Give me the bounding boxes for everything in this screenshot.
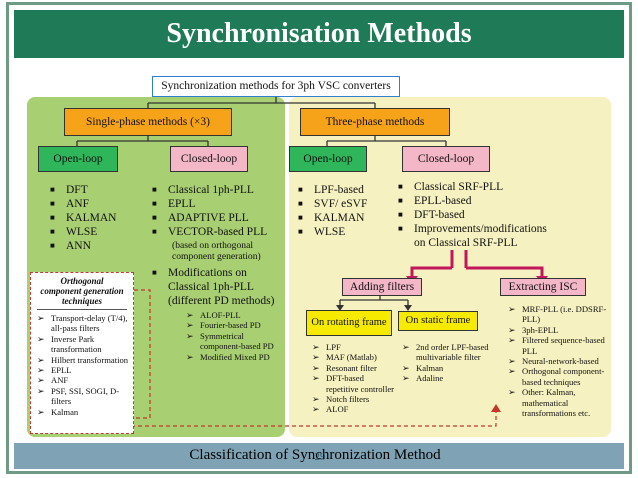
extracting-isc-node: Extracting ISC bbox=[500, 278, 586, 296]
list-item: EPLL bbox=[37, 365, 130, 376]
list-item: WLSE bbox=[50, 225, 130, 239]
list-item: ANN bbox=[50, 239, 130, 253]
list-item: ANF bbox=[37, 375, 130, 386]
list-item: SVF/ eSVF bbox=[298, 197, 398, 211]
list-item: MRF-PLL (i.e. DDSRF-PLL) bbox=[508, 304, 610, 325]
list-item: LPF-based bbox=[298, 183, 398, 197]
three-open-loop-list: LPF-based SVF/ eSVF KALMAN WLSE bbox=[298, 183, 398, 239]
list-item: Inverse Park transformation bbox=[37, 334, 130, 355]
list-item: VECTOR-based PLL bbox=[152, 225, 286, 239]
list-item: Symmetrical component-based PD bbox=[186, 331, 286, 352]
list-item: PSF, SSI, SOGI, D-filters bbox=[37, 386, 130, 407]
modifications-list: Modifications on Classical 1ph-PLL (diff… bbox=[152, 266, 286, 308]
slide-number: 29 bbox=[314, 451, 326, 463]
static-frame-node: On static frame bbox=[398, 311, 478, 331]
list-item: LPF bbox=[312, 342, 398, 353]
list-item: Filtered sequence-based PLL bbox=[508, 335, 610, 356]
rotating-frame-node: On rotating frame bbox=[306, 310, 392, 336]
list-item: Orthogonal component-based techniques bbox=[508, 366, 610, 387]
list-item: DFT-based bbox=[398, 208, 548, 222]
static-frame-list: 2nd order LPF-based multivariable filter… bbox=[402, 342, 494, 384]
list-item: ADAPTIVE PLL bbox=[152, 211, 286, 225]
list-item: MAF (Matlab) bbox=[312, 352, 398, 363]
list-item: KALMAN bbox=[50, 211, 130, 225]
list-item: Notch filters bbox=[312, 394, 398, 405]
three-open-loop-node: Open-loop bbox=[289, 146, 367, 172]
list-item: Adaline bbox=[402, 373, 494, 384]
list-item: EPLL bbox=[152, 197, 286, 211]
bottom-bar bbox=[14, 443, 624, 469]
list-item: Hilbert transformation bbox=[37, 355, 130, 366]
list-item: Kalman bbox=[37, 407, 130, 418]
single-closed-loop-list: Classical 1ph-PLL EPLL ADAPTIVE PLL VECT… bbox=[152, 183, 286, 239]
list-item: Kalman bbox=[402, 363, 494, 374]
three-closed-loop-list: Classical SRF-PLL EPLL-based DFT-based I… bbox=[398, 180, 548, 250]
list-item: KALMAN bbox=[298, 211, 398, 225]
single-phase-node: Single-phase methods (×3) bbox=[64, 108, 232, 136]
list-item: Modifications on Classical 1ph-PLL (diff… bbox=[152, 266, 286, 308]
list-item: WLSE bbox=[298, 225, 398, 239]
slide-border bbox=[6, 2, 632, 474]
list-item: Other: Kalman, mathematical transformati… bbox=[508, 387, 610, 418]
three-phase-node: Three-phase methods bbox=[300, 108, 450, 136]
list-item: Fourier-based PD bbox=[186, 320, 286, 331]
slide-title: Synchronisation Methods bbox=[14, 10, 624, 58]
rotating-frame-list: LPF MAF (Matlab) Resonant filter DFT-bas… bbox=[312, 342, 398, 415]
pd-methods-list: ALOF-PLL Fourier-based PD Symmetrical co… bbox=[186, 310, 286, 362]
list-item: 3ph-EPLL bbox=[508, 325, 610, 336]
single-closed-loop-node: Closed-loop bbox=[170, 146, 248, 172]
three-closed-loop-node: Closed-loop bbox=[402, 146, 490, 172]
single-open-loop-node: Open-loop bbox=[38, 146, 118, 172]
list-item: Resonant filter bbox=[312, 363, 398, 374]
list-item: DFT bbox=[50, 183, 130, 197]
root-node: Synchronization methods for 3ph VSC conv… bbox=[152, 76, 400, 97]
list-item: ALOF-PLL bbox=[186, 310, 286, 321]
list-item: EPLL-based bbox=[398, 194, 548, 208]
list-item: Classical 1ph-PLL bbox=[152, 183, 286, 197]
list-item: Neural-network-based bbox=[508, 356, 610, 367]
list-item: ALOF bbox=[312, 404, 398, 415]
orthogonal-list: Transport-delay (T/4), all-pass filters … bbox=[31, 310, 133, 417]
adding-filters-node: Adding filters bbox=[342, 278, 422, 296]
list-item: Modified Mixed PD bbox=[186, 352, 286, 363]
list-item: Classical SRF-PLL bbox=[398, 180, 548, 194]
orthogonal-techniques-box: Orthogonal component generation techniqu… bbox=[30, 272, 134, 434]
figure-caption: Classification of Synchronization Method bbox=[189, 447, 441, 463]
single-open-loop-list: DFT ANF KALMAN WLSE ANN bbox=[50, 183, 130, 253]
list-item: 2nd order LPF-based multivariable filter bbox=[402, 342, 494, 363]
extracting-isc-list: MRF-PLL (i.e. DDSRF-PLL) 3ph-EPLL Filter… bbox=[508, 304, 610, 418]
list-item: Improvements/modifications on Classical … bbox=[398, 222, 548, 250]
list-item: ANF bbox=[50, 197, 130, 211]
list-item: DFT-based repetitive controller bbox=[312, 373, 398, 394]
vector-note: (based on orthogonal component generatio… bbox=[172, 240, 261, 262]
list-item: Transport-delay (T/4), all-pass filters bbox=[37, 313, 130, 334]
orthogonal-title: Orthogonal component generation techniqu… bbox=[37, 273, 127, 310]
